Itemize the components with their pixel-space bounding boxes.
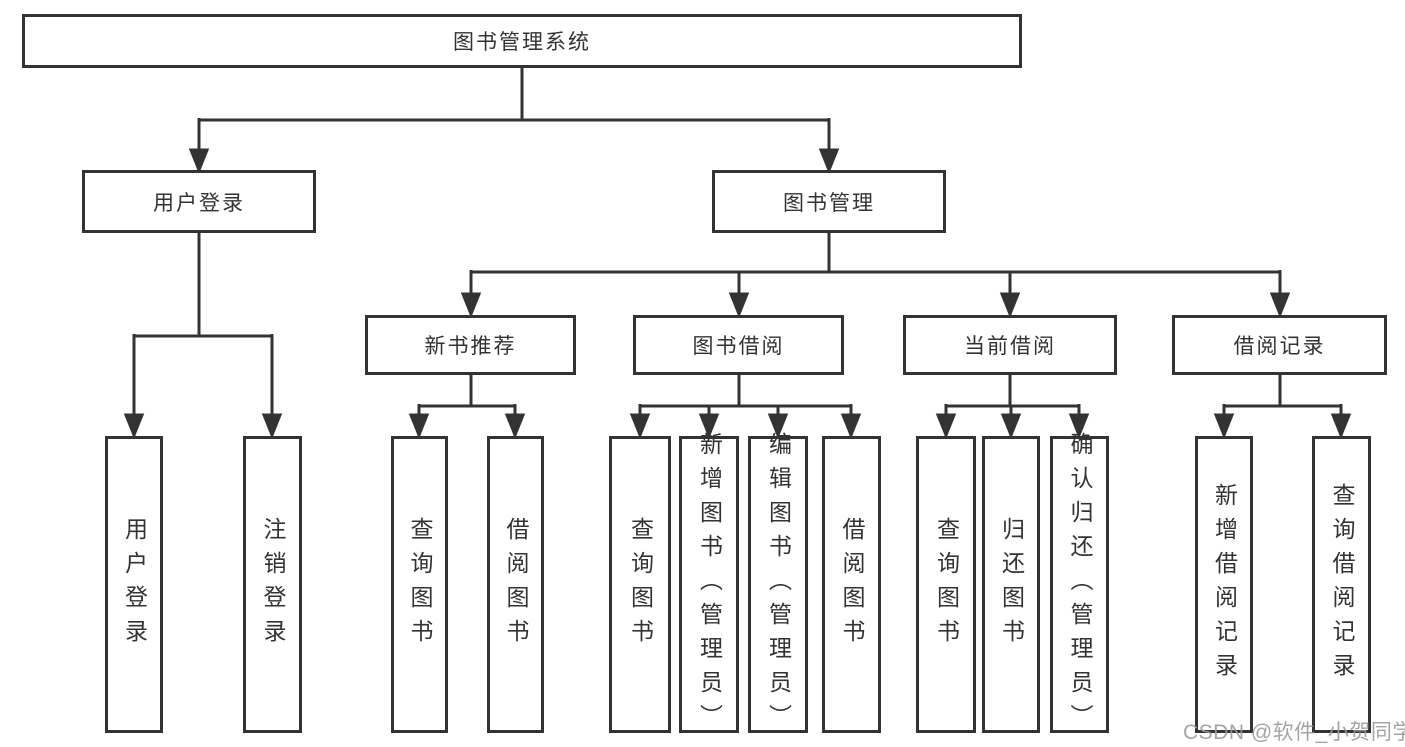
node-label: 图书管理系统 bbox=[453, 31, 591, 54]
leaf-query-books-2: 查询图书 bbox=[609, 436, 671, 733]
node-label: 借阅图书 bbox=[503, 516, 529, 653]
leaf-add-books-admin: 新增图书（管理员） bbox=[679, 432, 739, 738]
leaf-return-books: 归还图书 bbox=[982, 436, 1040, 733]
node-label: 当前借阅 bbox=[964, 335, 1056, 358]
leaf-query-books-1: 查询图书 bbox=[391, 436, 448, 733]
node-label: 借阅图书 bbox=[839, 516, 865, 653]
node-label: 查询图书 bbox=[627, 516, 654, 653]
node-new-book-recommend: 新书推荐 bbox=[365, 315, 576, 375]
node-root-system: 图书管理系统 bbox=[22, 14, 1022, 68]
connector-current-borrow-to-leaves bbox=[935, 375, 1090, 440]
leaf-add-borrow-record: 新增借阅记录 bbox=[1195, 436, 1253, 733]
node-label: 注销登录 bbox=[260, 516, 286, 653]
leaf-edit-books-admin: 编辑图书（管理员） bbox=[748, 432, 808, 738]
node-book-management: 图书管理 bbox=[712, 170, 946, 233]
node-label: 图书借阅 bbox=[692, 335, 785, 358]
connector-book-management-to-level3 bbox=[460, 233, 1291, 319]
csdn-watermark: CSDN @软件_小贺同学 bbox=[1183, 721, 1405, 744]
node-label: 归还图书 bbox=[998, 516, 1025, 653]
node-label: 查询图书 bbox=[407, 516, 433, 653]
node-label: 编辑图书（管理员） bbox=[765, 431, 792, 738]
node-label: 新增借阅记录 bbox=[1211, 482, 1238, 687]
node-current-borrow: 当前借阅 bbox=[903, 315, 1117, 375]
connector-book-borrow-to-leaves bbox=[629, 375, 862, 440]
connector-new-book-to-leaves bbox=[408, 375, 526, 440]
connector-root-to-level2 bbox=[188, 68, 840, 175]
node-label: 借阅记录 bbox=[1233, 335, 1326, 358]
node-label: 用户登录 bbox=[121, 516, 148, 653]
leaf-query-books-3: 查询图书 bbox=[916, 436, 976, 733]
node-label: 图书管理 bbox=[783, 191, 875, 215]
connector-borrow-records-to-leaves bbox=[1213, 375, 1352, 440]
leaf-confirm-return-admin: 确认归还（管理员） bbox=[1050, 432, 1109, 738]
node-label: 用户登录 bbox=[153, 191, 245, 215]
connector-user-login-to-leaves bbox=[123, 233, 283, 440]
leaf-logout: 注销登录 bbox=[243, 436, 302, 733]
node-label: 查询借阅记录 bbox=[1329, 482, 1355, 687]
node-label: 查询图书 bbox=[933, 516, 960, 653]
node-label: 确认归还（管理员） bbox=[1067, 431, 1093, 738]
node-user-login: 用户登录 bbox=[82, 170, 316, 233]
leaf-borrow-books-1: 借阅图书 bbox=[487, 436, 544, 733]
node-borrow-records: 借阅记录 bbox=[1172, 315, 1387, 375]
leaf-borrow-books-2: 借阅图书 bbox=[822, 436, 881, 733]
leaf-user-login: 用户登录 bbox=[105, 436, 163, 733]
node-label: 新书推荐 bbox=[424, 335, 517, 358]
node-book-borrow: 图书借阅 bbox=[633, 315, 844, 375]
leaf-query-borrow-record: 查询借阅记录 bbox=[1312, 436, 1371, 733]
node-label: 新增图书（管理员） bbox=[696, 431, 723, 738]
